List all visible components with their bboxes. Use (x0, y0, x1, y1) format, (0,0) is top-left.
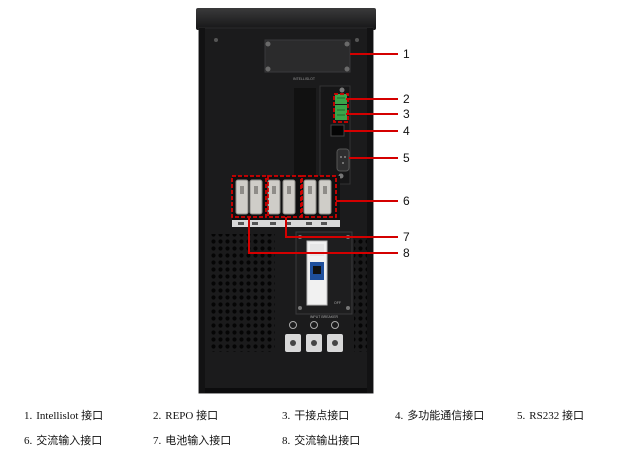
legend-number: 8. (282, 435, 291, 447)
breaker-off-label: OFF (334, 301, 341, 305)
legend-number: 6. (24, 435, 33, 447)
output-sockets (285, 321, 343, 352)
legend-item: 3.干接点接口 (282, 407, 349, 423)
comm-module-plate (294, 85, 351, 188)
callout-leaders (248, 53, 398, 254)
legend-item: 6.交流输入接口 (24, 432, 102, 448)
legend-number: 7. (153, 435, 162, 447)
callout-number: 2 (403, 92, 410, 106)
legend-number: 3. (282, 410, 291, 422)
ventilation-grille-left (209, 234, 275, 352)
dry-contact-connector (335, 105, 347, 120)
callout-numbers: 1 2 3 4 5 6 7 8 (403, 47, 410, 260)
intellislot-cover: INTELLISLOT (264, 39, 351, 81)
legend-text: 交流输出接口 (294, 435, 361, 447)
legend-item: 1.Intellislot 接口 (24, 407, 103, 423)
legend-text: RS232 接口 (529, 410, 584, 422)
legend-number: 2. (153, 410, 162, 422)
legend-number: 1. (24, 410, 33, 422)
screw-icon (214, 38, 218, 42)
callout-number: 6 (403, 194, 410, 208)
input-breaker-label: INPUT BREAKER (310, 315, 339, 319)
legend-item: 5.RS232 接口 (517, 407, 584, 423)
legend-text: 电池输入接口 (165, 435, 232, 447)
callout-number: 8 (403, 246, 410, 260)
callout-number: 3 (403, 107, 410, 121)
callout-number: 7 (403, 230, 410, 244)
legend-item: 4.多功能通信接口 (395, 407, 484, 423)
legend-item: 2.REPO 接口 (153, 407, 218, 423)
legend-item: 8.交流输出接口 (282, 432, 360, 448)
callout-number: 5 (403, 151, 410, 165)
rs232-port (336, 148, 350, 172)
legend-text: 交流输入接口 (36, 435, 103, 447)
legend-number: 5. (517, 410, 526, 422)
legend-text: Intellislot 接口 (36, 410, 104, 422)
callout-number: 1 (403, 47, 410, 61)
legend-text: 多功能通信接口 (407, 410, 485, 422)
legend-item: 7.电池输入接口 (153, 432, 231, 448)
callout-number: 4 (403, 124, 410, 138)
legend-text: 干接点接口 (294, 410, 350, 422)
repo-connector (335, 94, 347, 104)
multifunction-port (330, 124, 345, 137)
screw-icon (355, 38, 359, 42)
ventilation-grille-right (354, 238, 367, 352)
legend-number: 4. (395, 410, 404, 422)
input-breaker-panel: OFF INPUT BREAKER (295, 231, 353, 319)
legend-text: REPO 接口 (165, 410, 219, 422)
intellislot-label: INTELLISLOT (293, 77, 316, 81)
